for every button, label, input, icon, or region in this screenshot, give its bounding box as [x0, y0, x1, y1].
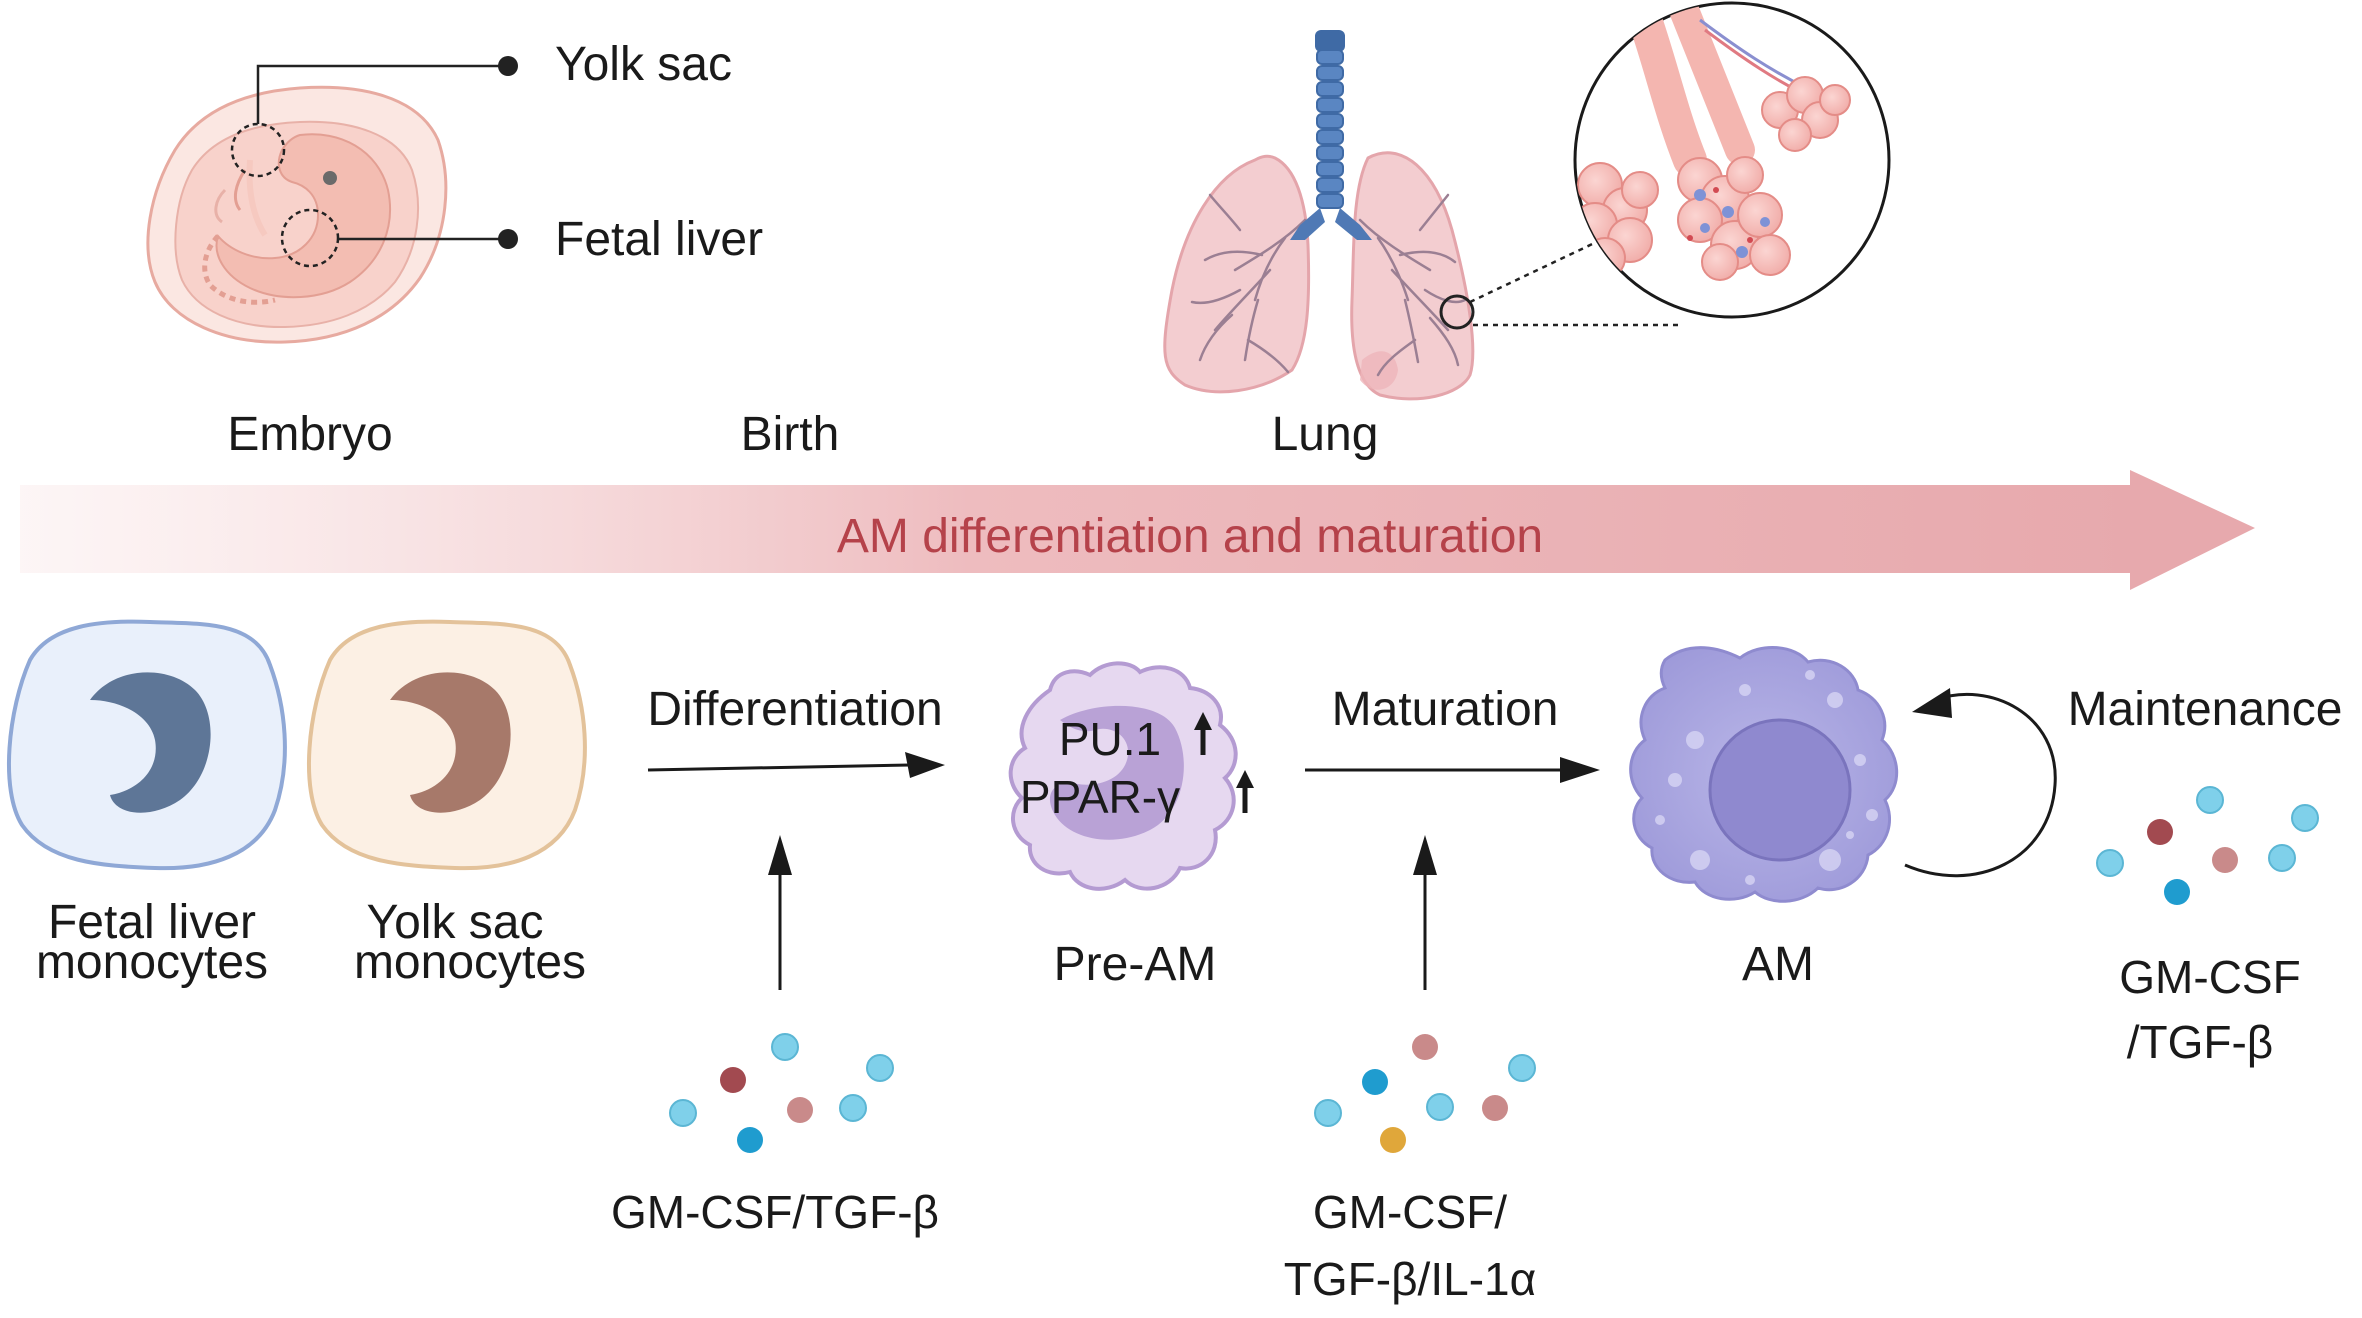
fetal-liver-monocytes-label-line2: monocytes — [36, 936, 268, 989]
embryo-illustration — [146, 56, 518, 344]
differentiation-label: Differentiation — [647, 683, 942, 736]
fetal-liver-label: Fetal liver — [555, 213, 763, 266]
birth-label: Birth — [741, 408, 840, 461]
maintenance-cytokines — [2096, 786, 2319, 905]
pu1-up-arrow-icon — [1194, 712, 1212, 755]
lung-label: Lung — [1272, 408, 1379, 461]
maturation-factors-label-line2: TGF-β/IL-1α — [1284, 1253, 1536, 1305]
maintenance-factors-label-line1: GM-CSF — [2119, 951, 2300, 1003]
fetal-liver-monocytes-label-line1: Fetal liver — [48, 896, 256, 949]
yolk-sac-monocyte-cell — [306, 619, 587, 871]
am-cell — [1629, 646, 1899, 903]
ppar-gamma-marker: PPAR-γ — [1020, 771, 1180, 823]
maturation-label: Maturation — [1332, 683, 1559, 736]
pre-am-cell — [1008, 661, 1238, 891]
embryo-label: Embryo — [227, 408, 392, 461]
yolk-sac-monocytes-label-line1: Yolk sac — [367, 896, 544, 949]
lung-illustration — [1163, 30, 1680, 401]
alveolus-zoom-inset — [1573, 1, 1891, 319]
yolk-sac-leader-line — [256, 64, 508, 124]
timeline-label: AM differentiation and maturation — [837, 510, 1543, 563]
differentiation-factors-label: GM-CSF/TGF-β — [611, 1186, 939, 1238]
timeline-arrow — [20, 470, 2255, 590]
yolk-sac-monocytes-label-line2: monocytes — [354, 936, 586, 989]
differentiation-arrow — [647, 752, 945, 778]
maturation-cytokines — [1314, 1034, 1536, 1153]
differentiation-cytokines — [669, 1033, 894, 1153]
fetal-liver-monocyte-cell — [6, 619, 287, 871]
maturation-arrow — [1305, 757, 1600, 783]
maturation-signal-arrow — [1413, 835, 1437, 990]
maintenance-label: Maintenance — [2068, 683, 2343, 736]
alveolus-zoom-marker — [1439, 294, 1475, 330]
maintenance-factors-label-line2: /TGF-β — [2127, 1016, 2274, 1068]
differentiation-signal-arrow — [768, 835, 792, 990]
maturation-factors-label-line1: GM-CSF/ — [1313, 1186, 1507, 1238]
am-label: AM — [1742, 938, 1814, 991]
ppar-gamma-up-arrow-icon — [1236, 770, 1254, 813]
yolk-sac-label: Yolk sac — [555, 38, 732, 91]
embryo-eye-icon — [323, 171, 337, 185]
pre-am-label: Pre-AM — [1054, 938, 1217, 991]
maintenance-loop-arrow — [1904, 688, 2057, 878]
pu1-marker: PU.1 — [1059, 713, 1161, 765]
